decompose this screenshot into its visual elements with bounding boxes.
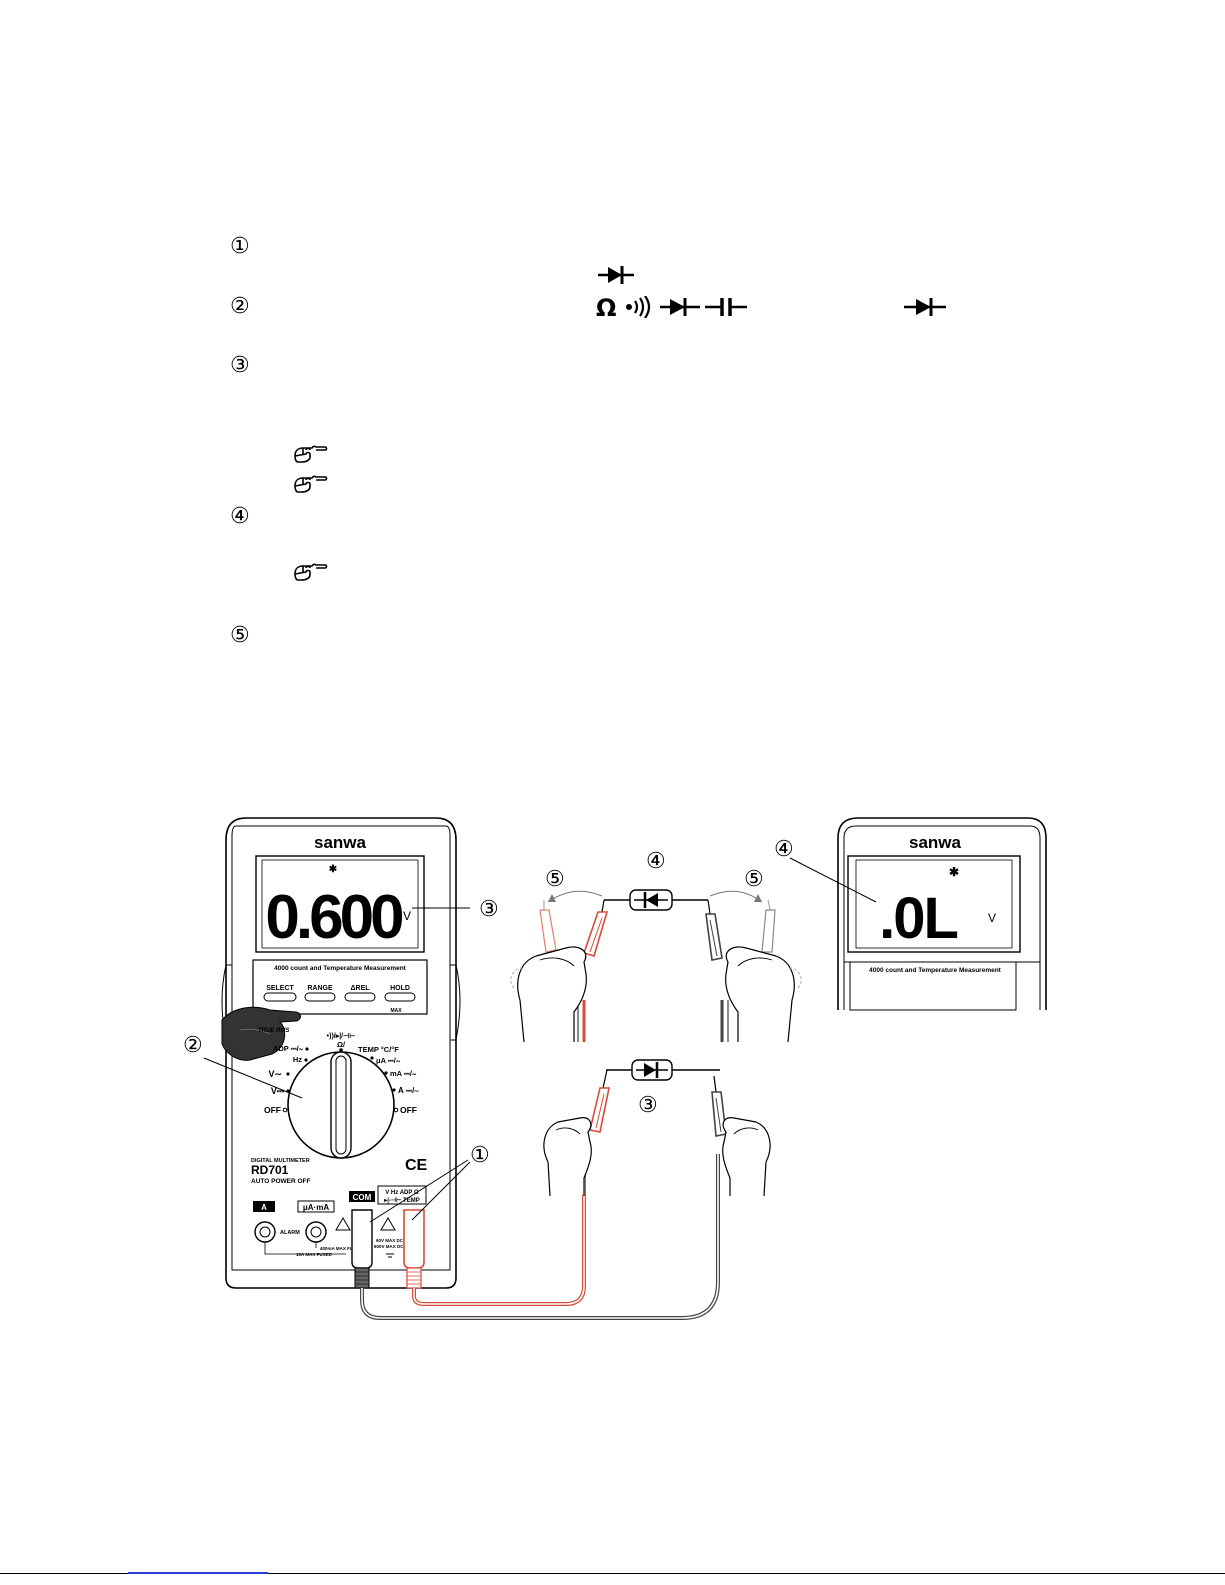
range-button[interactable]: RANGE [304, 985, 336, 1002]
svg-text:ΔREL: ΔREL [350, 985, 370, 992]
continuity-icon [626, 296, 651, 318]
svg-text:③: ③ [479, 896, 499, 921]
panel-label: 4000 count and Temperature Measurement [274, 965, 407, 972]
svg-text:OFF: OFF [264, 1105, 281, 1115]
brand-logo: sanwa [314, 833, 367, 852]
svg-text:μA ⎓/∼: μA ⎓/∼ [376, 1056, 401, 1065]
svg-text:V∼: V∼ [268, 1069, 282, 1079]
svg-text:✱: ✱ [329, 864, 338, 875]
svg-text:A ⎓/∼: A ⎓/∼ [398, 1086, 419, 1095]
ce-mark: CE [405, 1157, 428, 1174]
svg-text:②: ② [183, 1032, 203, 1057]
model-label: RD701 [251, 1163, 289, 1177]
svg-text:ADP ⎓/∼: ADP ⎓/∼ [273, 1044, 304, 1053]
pressing-finger [221, 1006, 301, 1061]
lcd-reading: 0.600 [265, 883, 402, 952]
step-2-marker: ② [230, 294, 250, 319]
svg-text:⑤: ⑤ [744, 866, 764, 891]
diode-icon [904, 298, 946, 316]
rel-button[interactable]: ΔREL [344, 985, 376, 1002]
multimeter-right: sanwa .0L V ✱ 4000 count and Temperature… [837, 817, 1047, 1011]
diode-icon [660, 298, 700, 316]
svg-text:⑤: ⑤ [545, 866, 565, 891]
svg-text:OFF: OFF [400, 1105, 417, 1115]
svg-text:V Hz ADP Ω: V Hz ADP Ω [385, 1190, 419, 1196]
step-4-marker: ④ [230, 504, 250, 529]
pointing-hand-icon [294, 445, 328, 463]
svg-text:④: ④ [774, 836, 794, 861]
pointing-hand-icon [294, 563, 328, 581]
panel-label: 4000 count and Temperature Measurement [869, 967, 1002, 974]
svg-text:SELECT: SELECT [266, 985, 294, 992]
lcd-reading: .0L [879, 886, 957, 951]
test-leads [360, 1154, 720, 1320]
svg-text:V⎓: V⎓ [271, 1086, 285, 1096]
footer-link-underline[interactable] [128, 1572, 268, 1574]
step-3-marker: ③ [230, 353, 250, 378]
svg-text:400mA MAX FUSE: 400mA MAX FUSE [320, 1246, 359, 1251]
brand-logo: sanwa [909, 833, 962, 852]
svg-text:60V MAX DC: 60V MAX DC [376, 1238, 404, 1243]
svg-text:600V MAX DC: 600V MAX DC [374, 1244, 404, 1249]
svg-text:①: ① [470, 1142, 490, 1167]
com-plug[interactable] [351, 1209, 373, 1269]
svg-text:COM: COM [353, 1193, 372, 1202]
svg-text:Ω/: Ω/ [337, 1040, 346, 1049]
svg-text:ALARM: ALARM [280, 1230, 300, 1236]
svg-text:✱: ✱ [949, 865, 959, 879]
svg-text:▸|-⊣⊢ TEMP: ▸|-⊣⊢ TEMP [383, 1196, 419, 1204]
callouts: ③ ② ① ④ ⑤ ⑤ ③ ④ [183, 836, 877, 1223]
pointing-hand-icon [294, 475, 328, 493]
svg-text:RANGE: RANGE [307, 985, 333, 992]
step-5-marker: ⑤ [230, 623, 250, 648]
step-1-marker: ① [230, 234, 250, 259]
svg-text:AUTO POWER OFF: AUTO POWER OFF [251, 1178, 310, 1185]
svg-text:④: ④ [646, 848, 666, 873]
svg-text:A: A [261, 1203, 267, 1212]
lcd-display [847, 855, 1021, 953]
svg-text:Hz: Hz [293, 1055, 302, 1064]
svg-text:mA ⎓/∼: mA ⎓/∼ [390, 1069, 417, 1078]
svg-text:TRUE RMS: TRUE RMS [258, 1028, 289, 1034]
select-button[interactable]: SELECT [263, 985, 297, 1002]
capacitor-icon [705, 298, 747, 316]
hold-button[interactable]: HOLD [384, 985, 416, 1002]
svg-text:DIGITAL MULTIMETER: DIGITAL MULTIMETER [251, 1158, 310, 1164]
lcd-display [255, 855, 425, 953]
svg-text:μA·mA: μA·mA [303, 1203, 329, 1212]
svg-text:TEMP °C/°F: TEMP °C/°F [358, 1045, 399, 1054]
svg-text:•))/▸|/⊣⊢: •))/▸|/⊣⊢ [327, 1032, 356, 1040]
diode-icon [598, 266, 634, 284]
lower-probe-hands [543, 1059, 771, 1197]
svg-text:③: ③ [638, 1092, 658, 1117]
upper-probe-hands [510, 889, 802, 1043]
lcd-unit: V [988, 911, 996, 925]
lcd-unit: V [403, 909, 411, 923]
footer-rule [0, 1573, 1225, 1574]
multimeter-left: sanwa 0.600 V ✱ 4000 count and Temperatu… [221, 817, 470, 1289]
svg-text:HOLD: HOLD [390, 985, 410, 992]
ohm-icon: Ω [596, 294, 617, 322]
svg-text:MAX: MAX [390, 1008, 402, 1014]
svg-text:10A MAX FUSED: 10A MAX FUSED [296, 1252, 333, 1257]
